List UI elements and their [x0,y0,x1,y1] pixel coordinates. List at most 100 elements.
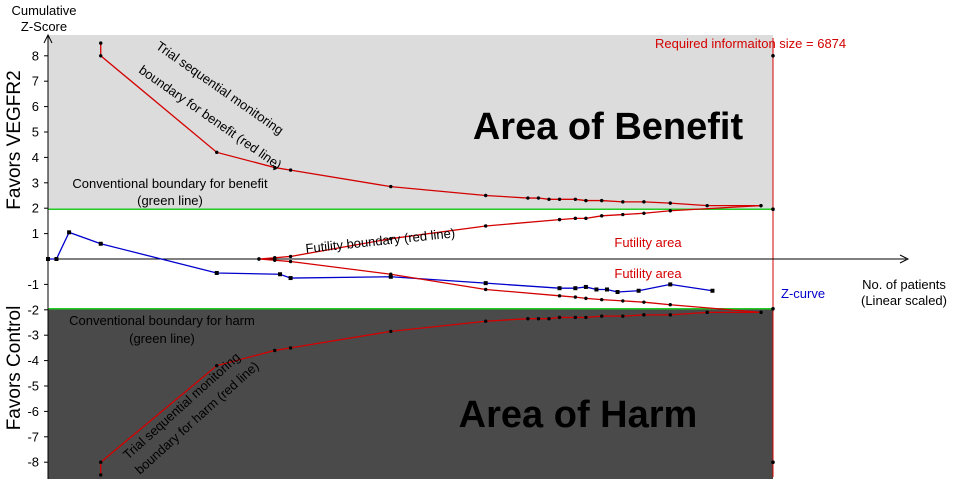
lower-monitoring-boundary-point [668,313,672,317]
y-tick-label: -7 [27,429,39,444]
area-of-harm-region [48,308,773,479]
lower-futility-boundary-point [642,300,646,304]
upper-monitoring-boundary-point [99,54,103,58]
lower-monitoring-boundary-point [621,314,625,318]
upper-futility-boundary-point [557,217,562,222]
x-axis-arrow [899,254,910,264]
lower-futility-boundary-point [573,295,578,299]
upper-monitoring-boundary-point [600,198,604,203]
upper-monitoring-boundary-point [484,193,488,198]
upper-monitoring-boundary-point [547,197,551,202]
y-tick-label: 7 [32,74,39,89]
upper-monitoring-boundary-point [705,203,709,208]
x-axis-title-line2: (Linear scaled) [861,293,947,308]
series-layer [46,41,775,477]
y-tick-label: 3 [32,175,39,190]
lower-futility-boundary-point [257,257,261,261]
z-curve-point [604,287,609,292]
y-axis-arrow [43,33,53,44]
upper-monitoring-boundary-point [536,196,541,200]
upper-monitoring-boundary-point [526,196,530,200]
z-curve-point [98,241,103,246]
conventional-benefit-label-line2: (green line) [137,193,203,208]
upper-monitoring-boundary-point [584,198,588,203]
upper-futility-boundary-point [668,209,672,213]
y-axis-title-line2: Z-Score [21,19,67,34]
lower-futility-boundary-point [668,303,672,307]
upper-monitoring-boundary-point [99,41,103,45]
z-curve-point [46,257,50,261]
y-tick-label: 1 [32,226,39,241]
z-curve-point [483,281,488,286]
upper-monitoring-boundary-point [642,200,646,204]
upper-futility-boundary-point [288,254,293,259]
z-curve-point [557,286,562,291]
z-curve-point [54,257,59,261]
upper-monitoring-boundary-point [389,184,393,189]
lower-monitoring-boundary-point [573,315,578,320]
lower-monitoring-boundary-point [484,319,488,323]
ris-point-lower [771,306,775,311]
y-tick-label: 8 [32,48,39,63]
lower-futility-boundary-point [484,287,488,292]
z-curve-line [48,231,713,293]
z-curve-point [594,287,599,292]
ris-point-bottom [771,460,775,465]
area-of-harm-label: Area of Harm [459,394,698,436]
z-curve-point [67,230,72,235]
lower-monitoring-boundary-point [526,316,530,321]
lower-monitoring-boundary-point [99,473,103,477]
y-tick-label: -3 [27,328,39,343]
upper-futility-boundary-point [484,224,488,228]
lower-monitoring-boundary-point [600,314,604,318]
y-tick-label: -8 [27,455,39,470]
lower-futility-boundary-point [584,296,588,301]
required-information-size-label: Required informaiton size = 6874 [655,36,846,51]
lower-monitoring-boundary-point [536,316,541,321]
lower-futility-boundary-point [600,297,604,302]
y-tick-label: -4 [27,353,39,368]
lower-futility-boundary-point [759,310,763,315]
upper-monitoring-boundary-point [621,200,625,204]
upper-monitoring-boundary-point [557,197,562,202]
area-of-benefit-region [48,35,773,210]
lower-monitoring-boundary-point [547,316,551,321]
upper-monitoring-boundary-point [668,201,672,205]
z-curve-point [668,282,673,287]
upper-futility-boundary-point [573,216,578,221]
upper-futility-boundary-point [759,203,763,208]
z-curve-point [710,288,715,293]
lower-monitoring-boundary-point [215,363,219,368]
y-tick-label: 2 [32,201,39,216]
z-curve-point [583,284,588,289]
upper-futility-boundary-point [389,236,393,241]
favors-vegfr2-label: Favors VEGFR2 [4,70,25,209]
y-tick-label: 4 [32,150,39,165]
z-curve-point [288,276,293,281]
y-tick-label: -1 [27,277,39,292]
lower-monitoring-boundary-point [557,315,562,320]
z-curve-point [388,274,393,279]
lower-monitoring-boundary-point [389,329,393,334]
futility-boundary-label: Futility boundary (red line) [305,225,456,256]
conventional-harm-label-line1: Conventional boundary for harm [69,313,255,328]
lower-monitoring-boundary-point [642,313,646,317]
lower-futility-boundary-point [288,259,293,264]
ris-point-top [771,54,775,58]
upper-monitoring-boundary-point [215,150,219,155]
x-axis-title-line1: No. of patients [862,277,946,292]
lower-futility-boundary-point [389,272,393,276]
lower-futility-boundary-point [273,258,277,262]
upper-futility-boundary-point [273,256,277,260]
futility-area-label-upper: Futility area [614,235,682,250]
y-tick-label: -2 [27,302,39,317]
z-curve-point [636,288,641,293]
upper-futility-boundary-point [600,214,604,218]
conventional-benefit-label-line1: Conventional boundary for benefit [72,176,268,191]
z-curve-label: Z-curve [781,286,825,301]
y-tick-label: -5 [27,379,39,394]
favors-control-label: Favors Control [4,306,25,431]
lower-futility-boundary-line [258,258,762,313]
upper-futility-boundary-point [642,211,646,215]
